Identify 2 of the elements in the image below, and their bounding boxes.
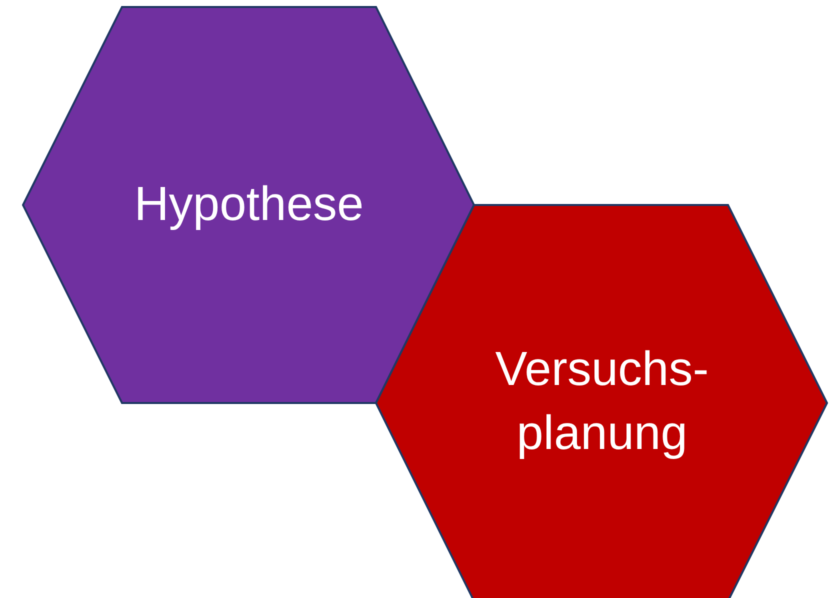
hexagon-label: Versuchs- planung xyxy=(494,342,710,462)
hexagon-label: Hypothese xyxy=(133,177,365,233)
